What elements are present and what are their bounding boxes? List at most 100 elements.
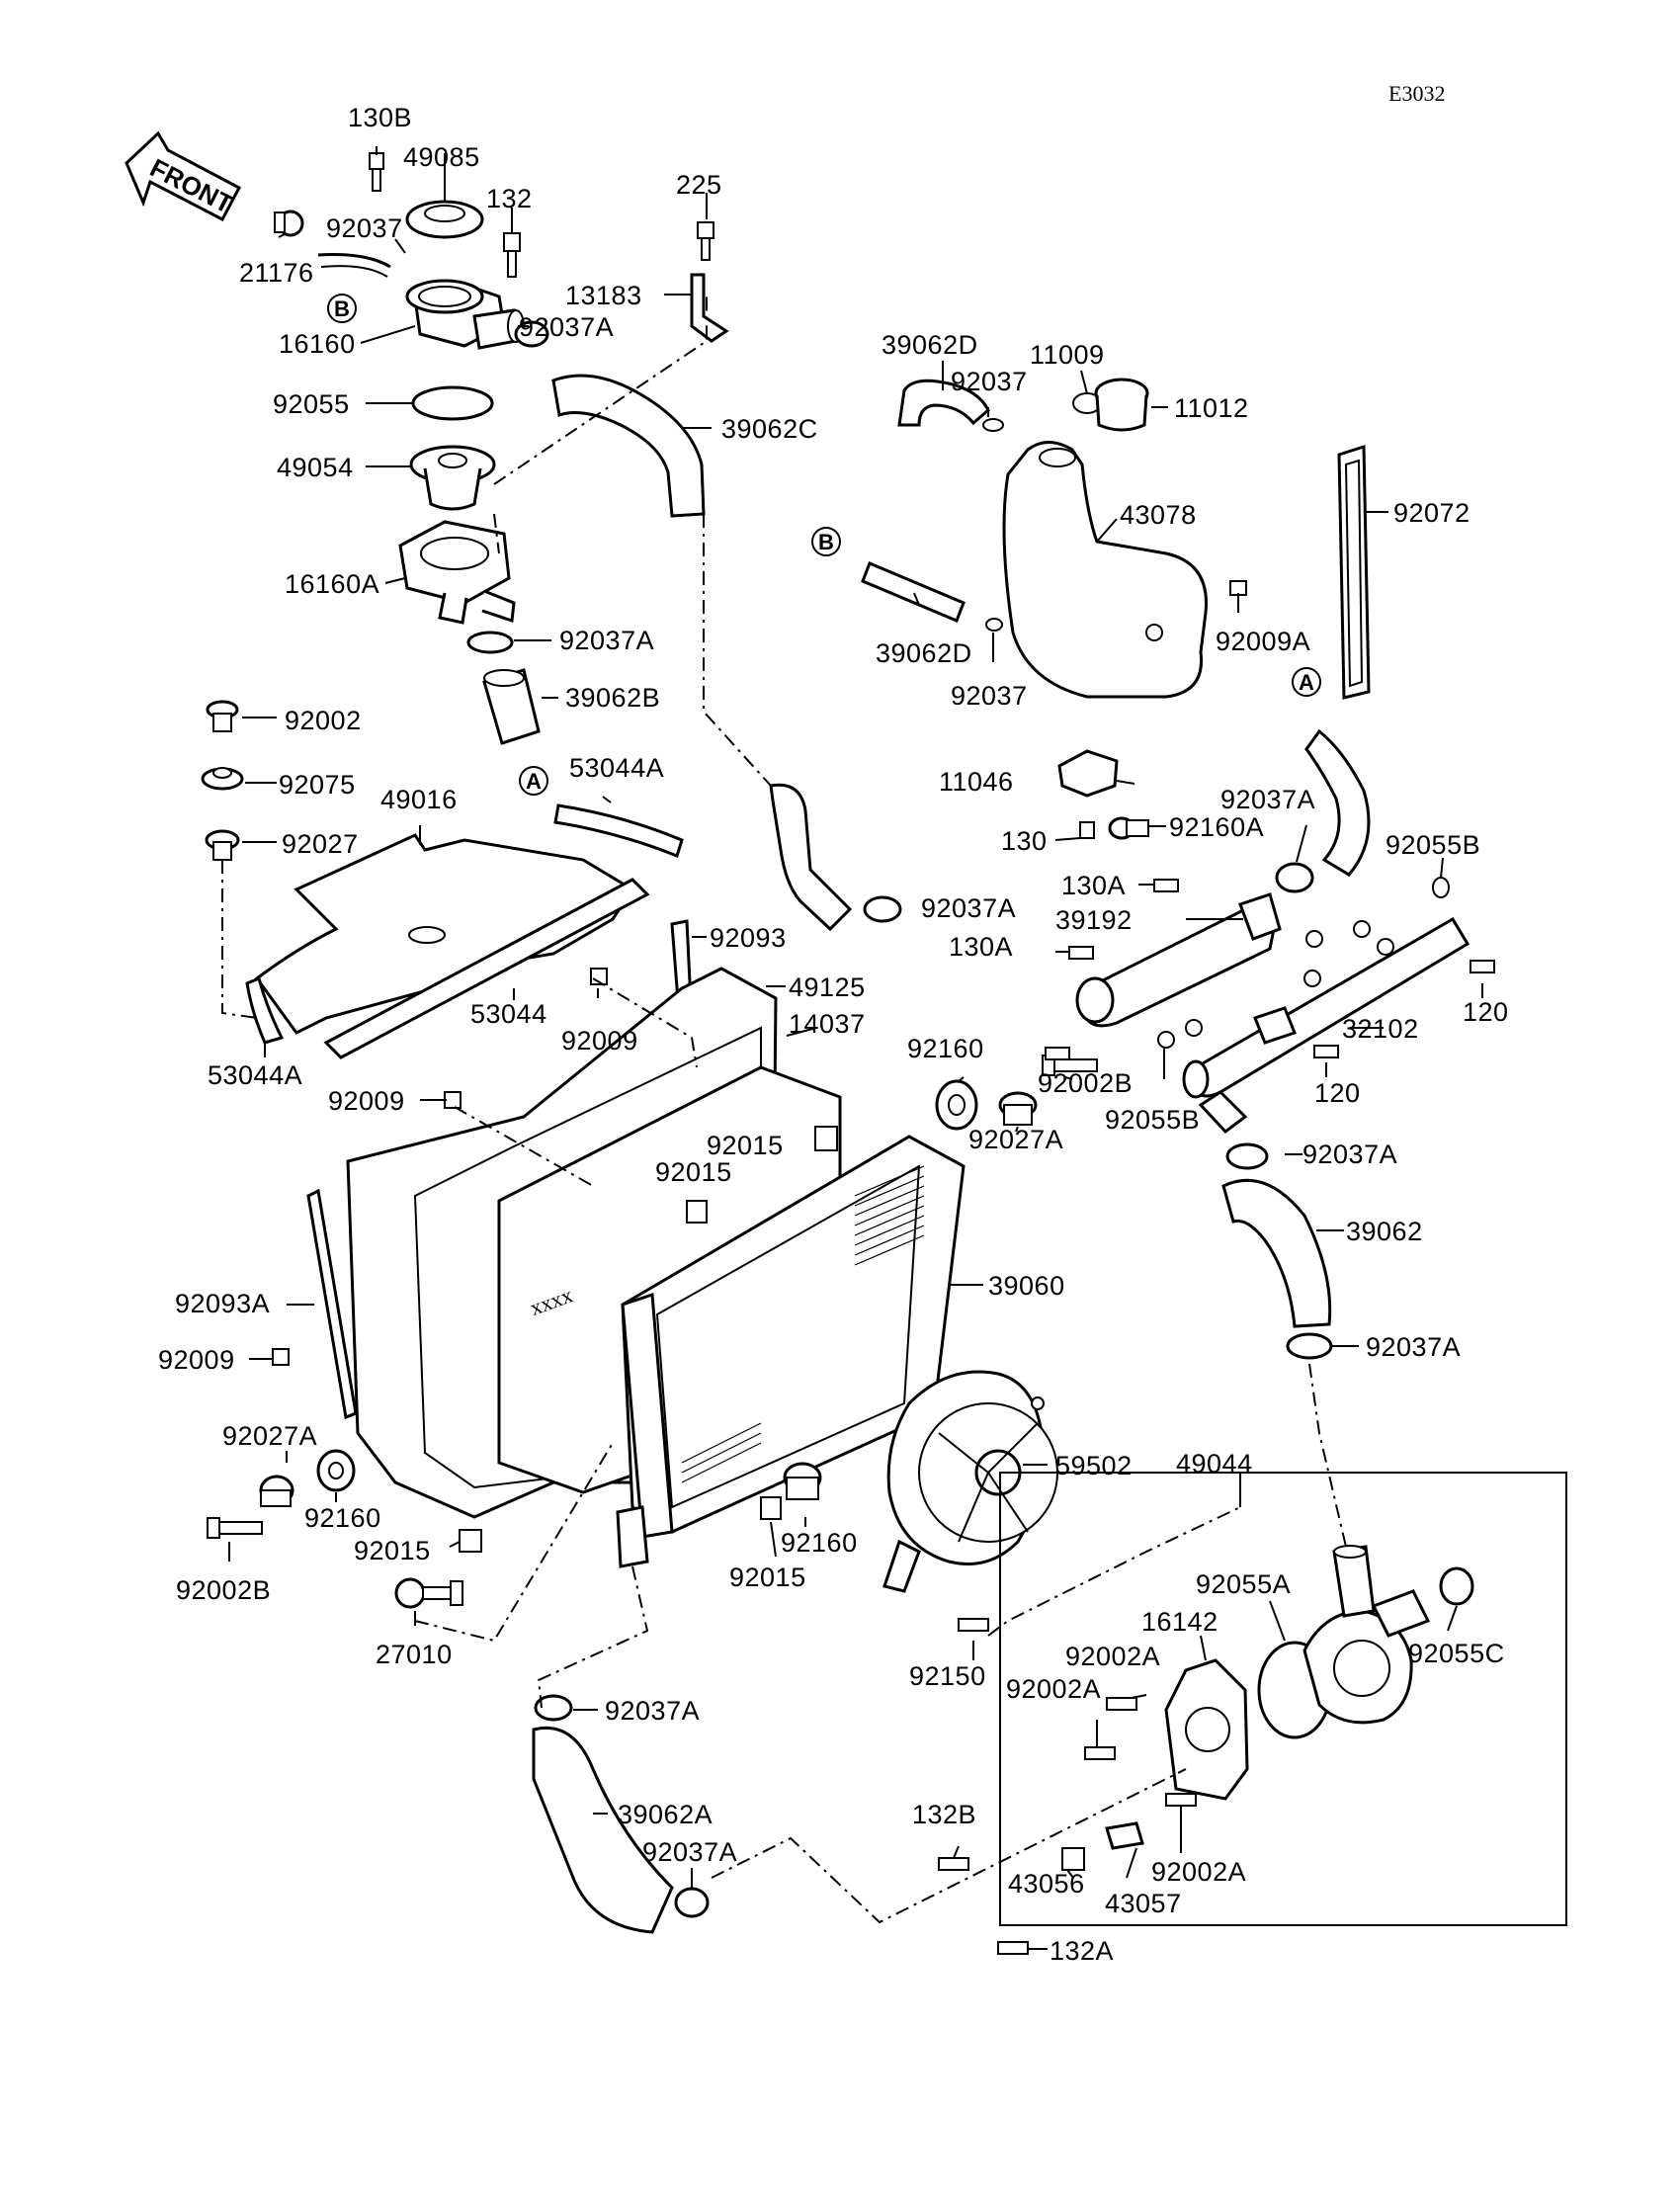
hose-clamp-icon xyxy=(1225,1142,1269,1170)
hose-clamp-icon xyxy=(1275,862,1314,893)
clip-92015-icon xyxy=(686,1200,708,1224)
label-92055c: 92055C xyxy=(1408,1639,1505,1668)
label-16142: 16142 xyxy=(1141,1607,1218,1637)
label-39062d-low: 39062D xyxy=(876,638,972,668)
bolt-120-icon xyxy=(1313,1045,1339,1058)
label-130b: 130B xyxy=(348,103,412,132)
ref-b-marker xyxy=(811,527,841,556)
label-225: 225 xyxy=(676,170,722,200)
label-53044: 53044 xyxy=(470,999,547,1029)
label-39192: 39192 xyxy=(1055,905,1133,935)
label-92160-3: 92160 xyxy=(781,1528,858,1558)
radiator-outlet-icon xyxy=(616,1505,649,1568)
bolt-92002a-icon xyxy=(1106,1697,1137,1711)
hose-39062a-icon xyxy=(532,1726,674,1934)
label-11046: 11046 xyxy=(939,767,1014,797)
reservoir-tank-43078-icon xyxy=(1002,441,1208,699)
hose-clamp-icon xyxy=(466,631,514,654)
sensor-11046-icon xyxy=(1057,749,1119,798)
ref-b-letter: B xyxy=(818,530,834,554)
label-39062: 39062 xyxy=(1346,1217,1423,1246)
label-92075: 92075 xyxy=(279,770,356,800)
hose-39062d-lower-icon xyxy=(861,561,966,623)
label-92015-3: 92015 xyxy=(354,1536,431,1565)
bolt-130a-icon xyxy=(1153,879,1179,892)
ref-b-marker xyxy=(327,294,357,323)
label-92037a-3: 92037A xyxy=(1220,785,1315,814)
label-39062d-top: 39062D xyxy=(882,330,978,360)
label-92015-1: 92015 xyxy=(707,1131,784,1160)
bolt-132a-icon xyxy=(997,1941,1029,1955)
label-92027a-1: 92027A xyxy=(968,1125,1063,1154)
label-59502: 59502 xyxy=(1055,1451,1133,1480)
grommet-92160-icon xyxy=(935,1079,978,1131)
collar-92027a-icon xyxy=(259,1475,294,1507)
label-132a: 132A xyxy=(1050,1936,1114,1966)
reservoir-cap-11012-icon xyxy=(1094,378,1149,432)
cap-49085-icon xyxy=(405,200,484,239)
coolant-pipe-assembly: A xyxy=(769,667,1495,1360)
plug-92160a-icon xyxy=(1108,816,1149,840)
part-labels: 130B 49085 132 92037 21176 16160 92037A … xyxy=(158,103,1509,1966)
label-92027: 92027 xyxy=(282,829,359,859)
label-92037-low: 92037 xyxy=(951,681,1028,711)
hose-clamp-icon xyxy=(534,1694,573,1722)
bolt-130a-icon xyxy=(1068,946,1094,960)
seal-92093a-icon xyxy=(306,1188,358,1420)
label-16160: 16160 xyxy=(279,329,356,359)
reservoir-tank-assembly: B xyxy=(811,378,1371,700)
label-92037a-1: 92037A xyxy=(519,312,614,342)
fan-59502-icon xyxy=(882,1370,1058,1593)
water-pump-49044-assembly xyxy=(938,1472,1567,1955)
clip-92015-icon xyxy=(459,1529,482,1553)
label-11012: 11012 xyxy=(1174,393,1249,423)
label-39060: 39060 xyxy=(988,1271,1065,1301)
gasket-92055-icon xyxy=(411,385,494,421)
label-132: 132 xyxy=(486,184,533,213)
label-43056: 43056 xyxy=(1008,1869,1085,1899)
bolt-120-icon xyxy=(1470,960,1495,973)
label-49016: 49016 xyxy=(380,785,458,814)
o-ring-92055c-icon xyxy=(1439,1566,1474,1606)
label-53044a-low: 53044A xyxy=(208,1060,302,1090)
bolt-92150-icon xyxy=(958,1618,989,1632)
label-49085: 49085 xyxy=(403,142,480,172)
label-27010: 27010 xyxy=(376,1640,453,1669)
lower-hose-assembly xyxy=(532,1694,710,1934)
label-92002: 92002 xyxy=(285,706,362,735)
label-92002b-1: 92002B xyxy=(1038,1068,1133,1098)
hose-clamp-icon xyxy=(863,895,902,923)
collar-92027-icon xyxy=(205,829,240,861)
label-53044a-top: 53044A xyxy=(569,753,664,783)
label-120-1: 120 xyxy=(1463,997,1509,1027)
grommet-92075-icon xyxy=(201,767,244,791)
diagram-code: E3032 xyxy=(1388,81,1445,106)
label-92009-2: 92009 xyxy=(328,1086,405,1116)
bracket-43057-icon xyxy=(1105,1821,1144,1850)
label-92037a-2: 92037A xyxy=(559,626,654,655)
bolt-92009-icon xyxy=(444,1091,462,1109)
label-11009: 11009 xyxy=(1030,340,1105,370)
seal-43056-icon xyxy=(1061,1847,1085,1871)
label-130: 130 xyxy=(1001,826,1048,856)
clip-92015-icon xyxy=(760,1496,782,1520)
radiator-hose-39062c-icon xyxy=(551,374,706,518)
label-132b: 132B xyxy=(912,1800,976,1829)
thermostat-cover-16160-icon xyxy=(405,279,525,350)
thermostat-housing-assembly: A B xyxy=(274,152,549,796)
label-43078: 43078 xyxy=(1120,500,1197,530)
label-21176: 21176 xyxy=(239,258,314,288)
bolt-92002b-icon xyxy=(207,1517,263,1539)
label-130a-1: 130A xyxy=(1061,871,1126,900)
label-92037-top: 92037 xyxy=(326,213,403,243)
sensor-21176-icon xyxy=(274,210,304,237)
label-92015-2: 92015 xyxy=(655,1157,732,1187)
ref-a-marker xyxy=(519,766,548,796)
label-92072: 92072 xyxy=(1393,498,1470,528)
label-39062b: 39062B xyxy=(565,683,660,713)
hose-39062d-icon xyxy=(897,379,990,427)
label-92009a: 92009A xyxy=(1216,627,1310,656)
label-13183: 13183 xyxy=(565,281,642,310)
clip-icon xyxy=(982,418,1004,432)
